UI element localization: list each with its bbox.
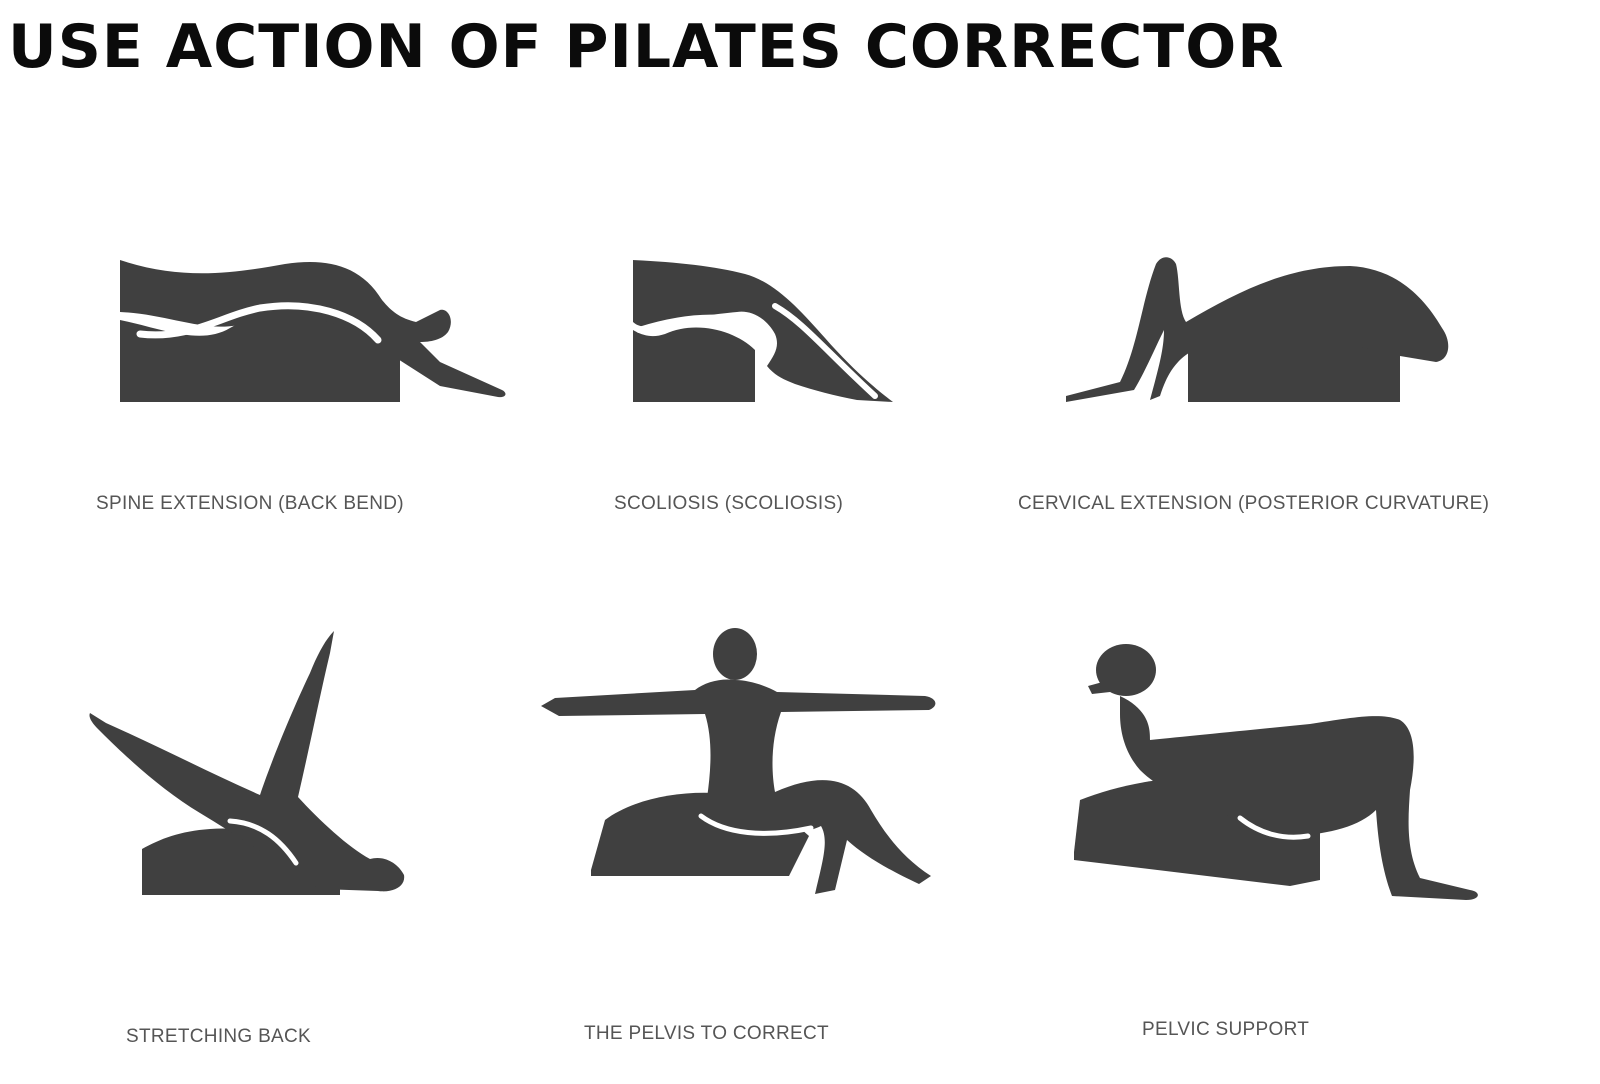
corrector-block (633, 327, 755, 402)
body-silhouette (1066, 257, 1449, 402)
pelvic-support-svg (1074, 644, 1478, 900)
caption-pelvis-correct: THE PELVIS TO CORRECT (584, 1023, 829, 1044)
corrector-block (120, 311, 400, 402)
body-silhouette (89, 631, 405, 892)
body-gap-curve (227, 818, 299, 866)
body-gap-curve (636, 314, 740, 333)
page-title: USE ACTION OF PILATES CORRECTOR (8, 12, 1285, 82)
pelvis-correct-figure-icon (535, 620, 945, 910)
arm-gap (772, 303, 878, 399)
caption-stretching-back: STRETCHING BACK (126, 1026, 312, 1047)
pelvis-correct-svg (541, 628, 936, 894)
stretching-back-svg (89, 631, 405, 895)
body-silhouette (633, 260, 893, 402)
head (713, 628, 757, 680)
caption-cervical-extension: CERVICAL EXTENSION (POSTERIOR CURVATURE) (1018, 493, 1490, 514)
body-gap-curve (698, 813, 814, 836)
body-gap-curve (1237, 815, 1311, 840)
caption-scoliosis: SCOLIOSIS (SCOLIOSIS) (614, 493, 844, 514)
corrector-block (1188, 325, 1400, 402)
scoliosis-svg (633, 260, 893, 402)
head (1096, 644, 1156, 696)
body-silhouette (541, 679, 936, 894)
spine-extension-svg (120, 260, 506, 402)
caption-spine-extension: SPINE EXTENSION (BACK BEND) (96, 493, 404, 514)
cap (1088, 680, 1110, 694)
stretching-back-figure-icon (80, 625, 420, 905)
body-gap-curve (136, 302, 382, 344)
spine-extension-figure-icon (110, 250, 520, 420)
caption-pelvic-support: PELVIC SUPPORT (1142, 1019, 1310, 1040)
body-silhouette (1120, 696, 1478, 900)
cervical-extension-figure-icon (1060, 250, 1460, 420)
scoliosis-figure-icon (625, 250, 905, 420)
pelvic-support-figure-icon (1070, 630, 1490, 905)
body-silhouette (120, 260, 506, 398)
cervical-extension-svg (1066, 257, 1449, 402)
